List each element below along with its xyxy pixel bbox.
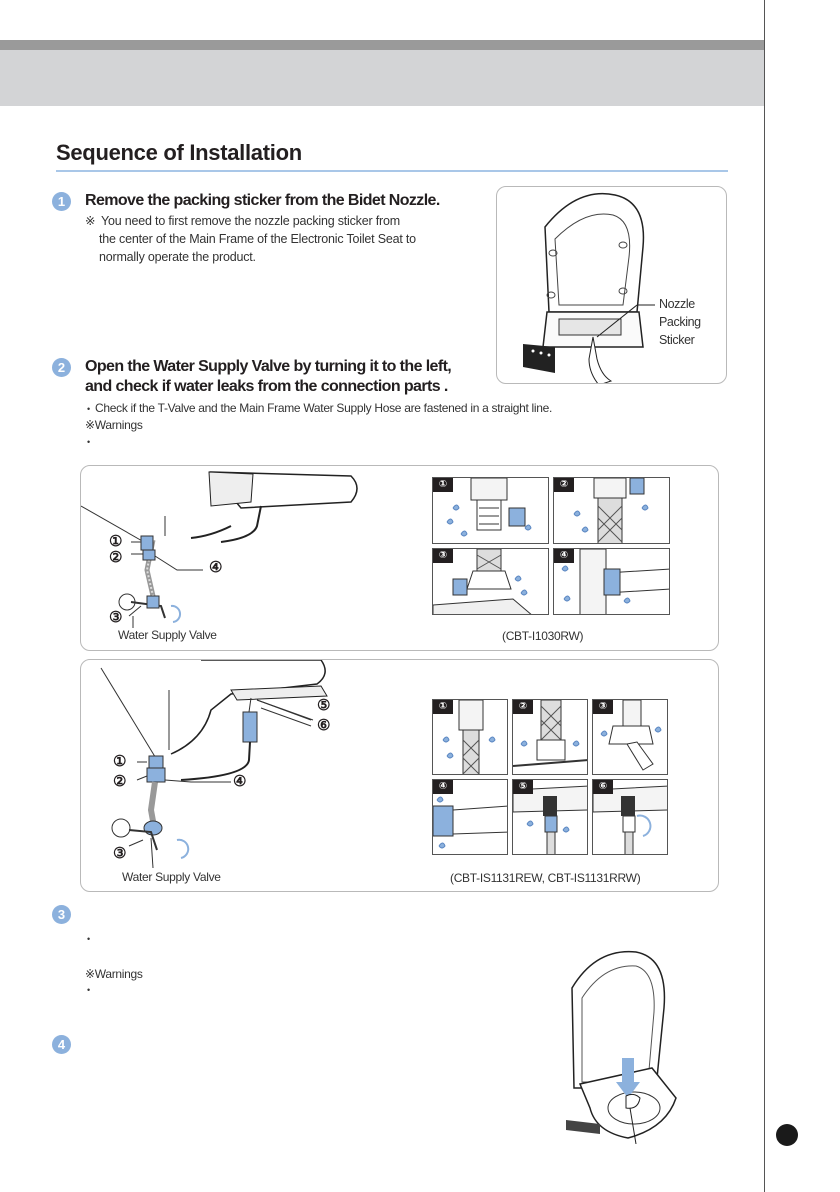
step-2-heading-line-2: and check if water leaks from the connec… — [85, 377, 448, 397]
step-4-number: 4 — [52, 1035, 71, 1054]
step-1-number: 1 — [52, 192, 71, 211]
step-2-number: 2 — [52, 358, 71, 377]
step-1-note-line-1: You need to first remove the nozzle pack… — [101, 214, 400, 228]
marker-2: ② — [109, 548, 122, 566]
model-label: (CBT-IS1131REW, CBT-IS1131RRW) — [450, 871, 640, 885]
panel-cbt-i1030rw: ① ② ③ ④ Water Supply Valve ① ② — [80, 465, 719, 651]
thumb-number: ② — [554, 478, 574, 492]
thumb-number: ③ — [593, 700, 613, 714]
section-rule — [56, 170, 728, 172]
marker-5: ⑤ — [317, 696, 330, 714]
marker-3: ③ — [109, 608, 122, 626]
toilet-seat-sticker-drawing — [497, 187, 727, 384]
detail-thumb-3: ③ — [432, 548, 549, 615]
detail-thumb-4: ④ — [553, 548, 670, 615]
detail-thumb-6: ⑥ — [592, 779, 668, 855]
step-1-illustration: Nozzle Packing Sticker — [496, 186, 727, 384]
bullet-dot: • — [87, 985, 90, 995]
marker-4: ④ — [233, 772, 246, 790]
detail-thumb-4: ④ — [432, 779, 508, 855]
marker-4: ④ — [209, 558, 222, 576]
detail-thumb-1: ① — [432, 477, 549, 544]
thumb-number: ⑥ — [593, 780, 613, 794]
step-1-note: ※You need to first remove the nozzle pac… — [85, 212, 416, 266]
marker-3: ③ — [113, 844, 126, 862]
thumb-number: ③ — [433, 549, 453, 563]
thumb-number: ④ — [554, 549, 574, 563]
sticker-callout: Nozzle Packing Sticker — [659, 295, 701, 349]
thumb-number: ② — [513, 700, 533, 714]
panel-cbt-is1131: ① ② ③ ④ ⑤ ⑥ Water Supply Valve ① ② ③ — [80, 659, 719, 892]
step-3-warnings: ※Warnings — [85, 966, 143, 982]
bullet-dot: • — [87, 934, 90, 944]
connection-drawing-a — [81, 466, 411, 651]
seat-installation-drawing — [556, 948, 686, 1144]
bullet-dot: • — [87, 437, 90, 447]
detail-thumb-3: ③ — [592, 699, 668, 775]
detail-thumb-2: ② — [553, 477, 670, 544]
water-supply-valve-label: Water Supply Valve — [118, 628, 217, 642]
step-2-heading-line-1: Open the Water Supply Valve by turning i… — [85, 357, 451, 377]
callout-line-2: Packing — [659, 313, 701, 331]
page-edge-rule — [764, 0, 765, 1192]
header-bar — [0, 40, 764, 50]
step-2-check-text: Check if the T-Valve and the Main Frame … — [95, 400, 552, 416]
step-1-note-line-2: the center of the Main Frame of the Elec… — [85, 230, 416, 248]
callout-line-1: Nozzle — [659, 295, 701, 313]
thumb-number: ① — [433, 478, 453, 492]
step-3-number: 3 — [52, 905, 71, 924]
detail-thumb-2: ② — [512, 699, 588, 775]
thumb-number: ① — [433, 700, 453, 714]
detail-thumb-1: ① — [432, 699, 508, 775]
page-marker-dot — [776, 1124, 798, 1146]
marker-1: ① — [113, 752, 126, 770]
water-supply-valve-label: Water Supply Valve — [122, 870, 221, 884]
step-1-heading: Remove the packing sticker from the Bide… — [85, 191, 440, 211]
callout-line-3: Sticker — [659, 331, 701, 349]
note-mark: ※ — [85, 212, 101, 230]
step-1-note-line-3: normally operate the product. — [85, 248, 416, 266]
header-band — [0, 50, 764, 106]
bullet-dot: • — [87, 404, 90, 414]
marker-2: ② — [113, 772, 126, 790]
section-title: Sequence of Installation — [56, 140, 302, 166]
marker-6: ⑥ — [317, 716, 330, 734]
detail-thumb-5: ⑤ — [512, 779, 588, 855]
thumb-number: ⑤ — [513, 780, 533, 794]
model-label: (CBT-I1030RW) — [502, 629, 583, 643]
thumb-number: ④ — [433, 780, 453, 794]
step-2-warnings: ※Warnings — [85, 417, 143, 433]
